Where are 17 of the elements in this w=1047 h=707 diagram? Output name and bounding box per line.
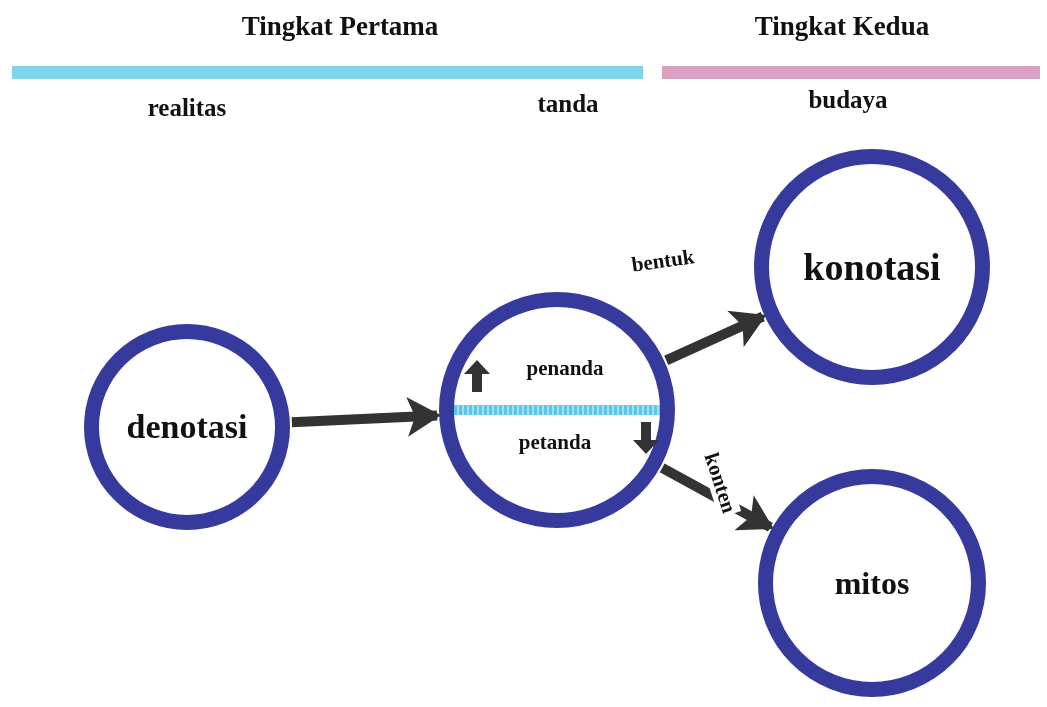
level-heading: Tingkat Pertama <box>241 10 439 42</box>
column-label: tanda <box>537 90 599 118</box>
circle-node <box>758 469 986 697</box>
circle-node <box>439 292 675 528</box>
node-label: petanda <box>518 429 592 455</box>
node-label: mitos <box>834 564 910 602</box>
arrow <box>659 463 774 532</box>
node-label: denotasi <box>126 408 248 446</box>
column-label: realitas <box>147 94 227 122</box>
circle-node <box>84 324 290 530</box>
node-label: konotasi <box>803 245 941 289</box>
circle-node <box>754 149 990 385</box>
node-label: penanda <box>526 355 604 381</box>
arrow <box>664 310 767 365</box>
level-heading: Tingkat Kedua <box>754 10 930 42</box>
column-label: budaya <box>808 86 888 114</box>
arrow <box>291 396 442 437</box>
